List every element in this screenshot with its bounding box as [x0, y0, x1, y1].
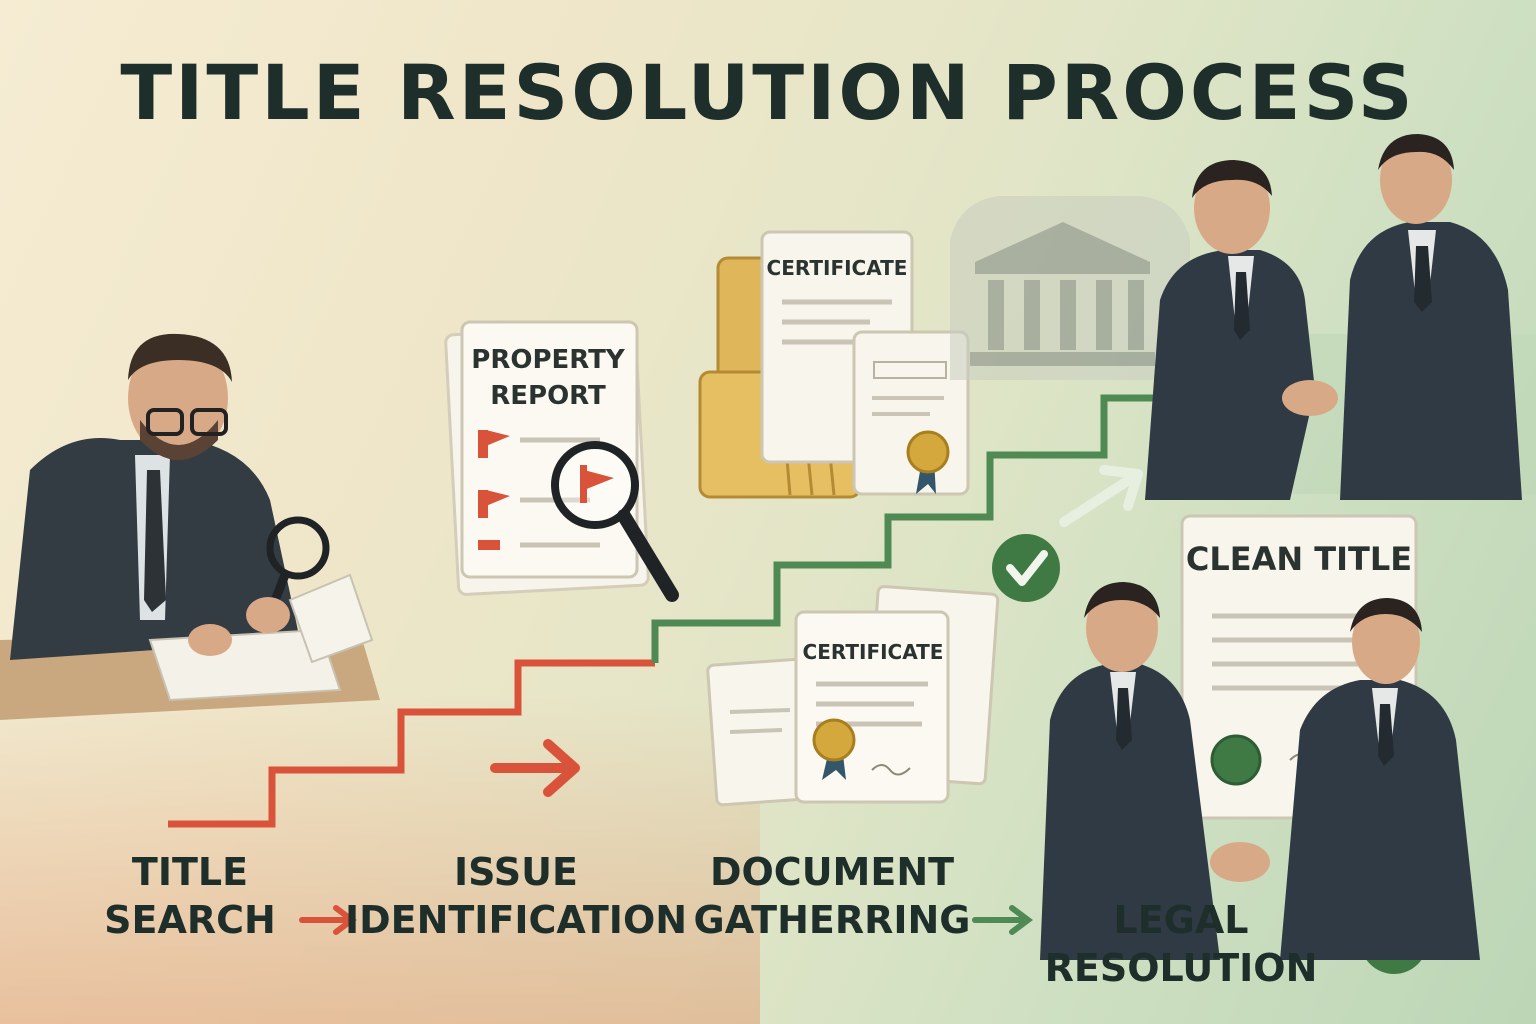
step-document-gathering-line1: DOCUMENT: [709, 850, 955, 894]
certificate-document: [794, 610, 950, 804]
step-legal-resolution-line1: LEGAL: [1113, 898, 1249, 942]
clean-title-label: CLEAN TITLE: [1185, 540, 1413, 578]
property-report-line2: REPORT: [490, 381, 606, 411]
seal-certificate-document: [852, 330, 970, 496]
step-document-gathering: DOCUMENT GATHERRING: [694, 848, 971, 944]
red-arrow-icon: [490, 739, 580, 797]
diagram-title: TITLE RESOLUTION PROCESS: [120, 48, 1416, 137]
step-document-gathering-line2: GATHERRING: [693, 898, 971, 942]
courthouse-icon: [950, 196, 1190, 380]
property-report-line1: PROPERTY: [471, 345, 625, 375]
handshake-top: [1145, 134, 1536, 500]
step-title-search-line2: SEARCH: [104, 898, 276, 942]
step-issue-identification: ISSUE IDENTIFICATION: [345, 848, 687, 944]
bottom-gradient: [0, 694, 760, 1024]
property-report-label: PROPERTY REPORT: [468, 342, 628, 414]
staircase-green-segment: [651, 394, 1160, 663]
certificate-top-label: CERTIFICATE: [766, 256, 908, 280]
step-title-search: TITLE SEARCH: [100, 848, 280, 944]
step-title-search-line1: TITLE: [131, 850, 249, 894]
check-circle-icon: [992, 534, 1060, 602]
analyst-with-magnifier: [0, 333, 380, 720]
green-small-arrow-icon: [972, 905, 1033, 935]
green-diagonal-arrow-icon: [1059, 465, 1143, 527]
step-legal-resolution: LEGAL RESOLUTION: [1045, 896, 1318, 992]
step-issue-identification-line2: IDENTIFICATION: [344, 898, 688, 942]
certificate-bottom-label: CERTIFICATE: [802, 640, 944, 664]
handshake-bottom: [1040, 582, 1480, 960]
red-small-arrow-icon: [299, 905, 357, 935]
step-legal-resolution-line2: RESOLUTION: [1044, 946, 1318, 990]
property-report-document: [444, 320, 679, 602]
step-issue-identification-line1: ISSUE: [454, 850, 578, 894]
staircase-red-segment: [168, 659, 655, 828]
